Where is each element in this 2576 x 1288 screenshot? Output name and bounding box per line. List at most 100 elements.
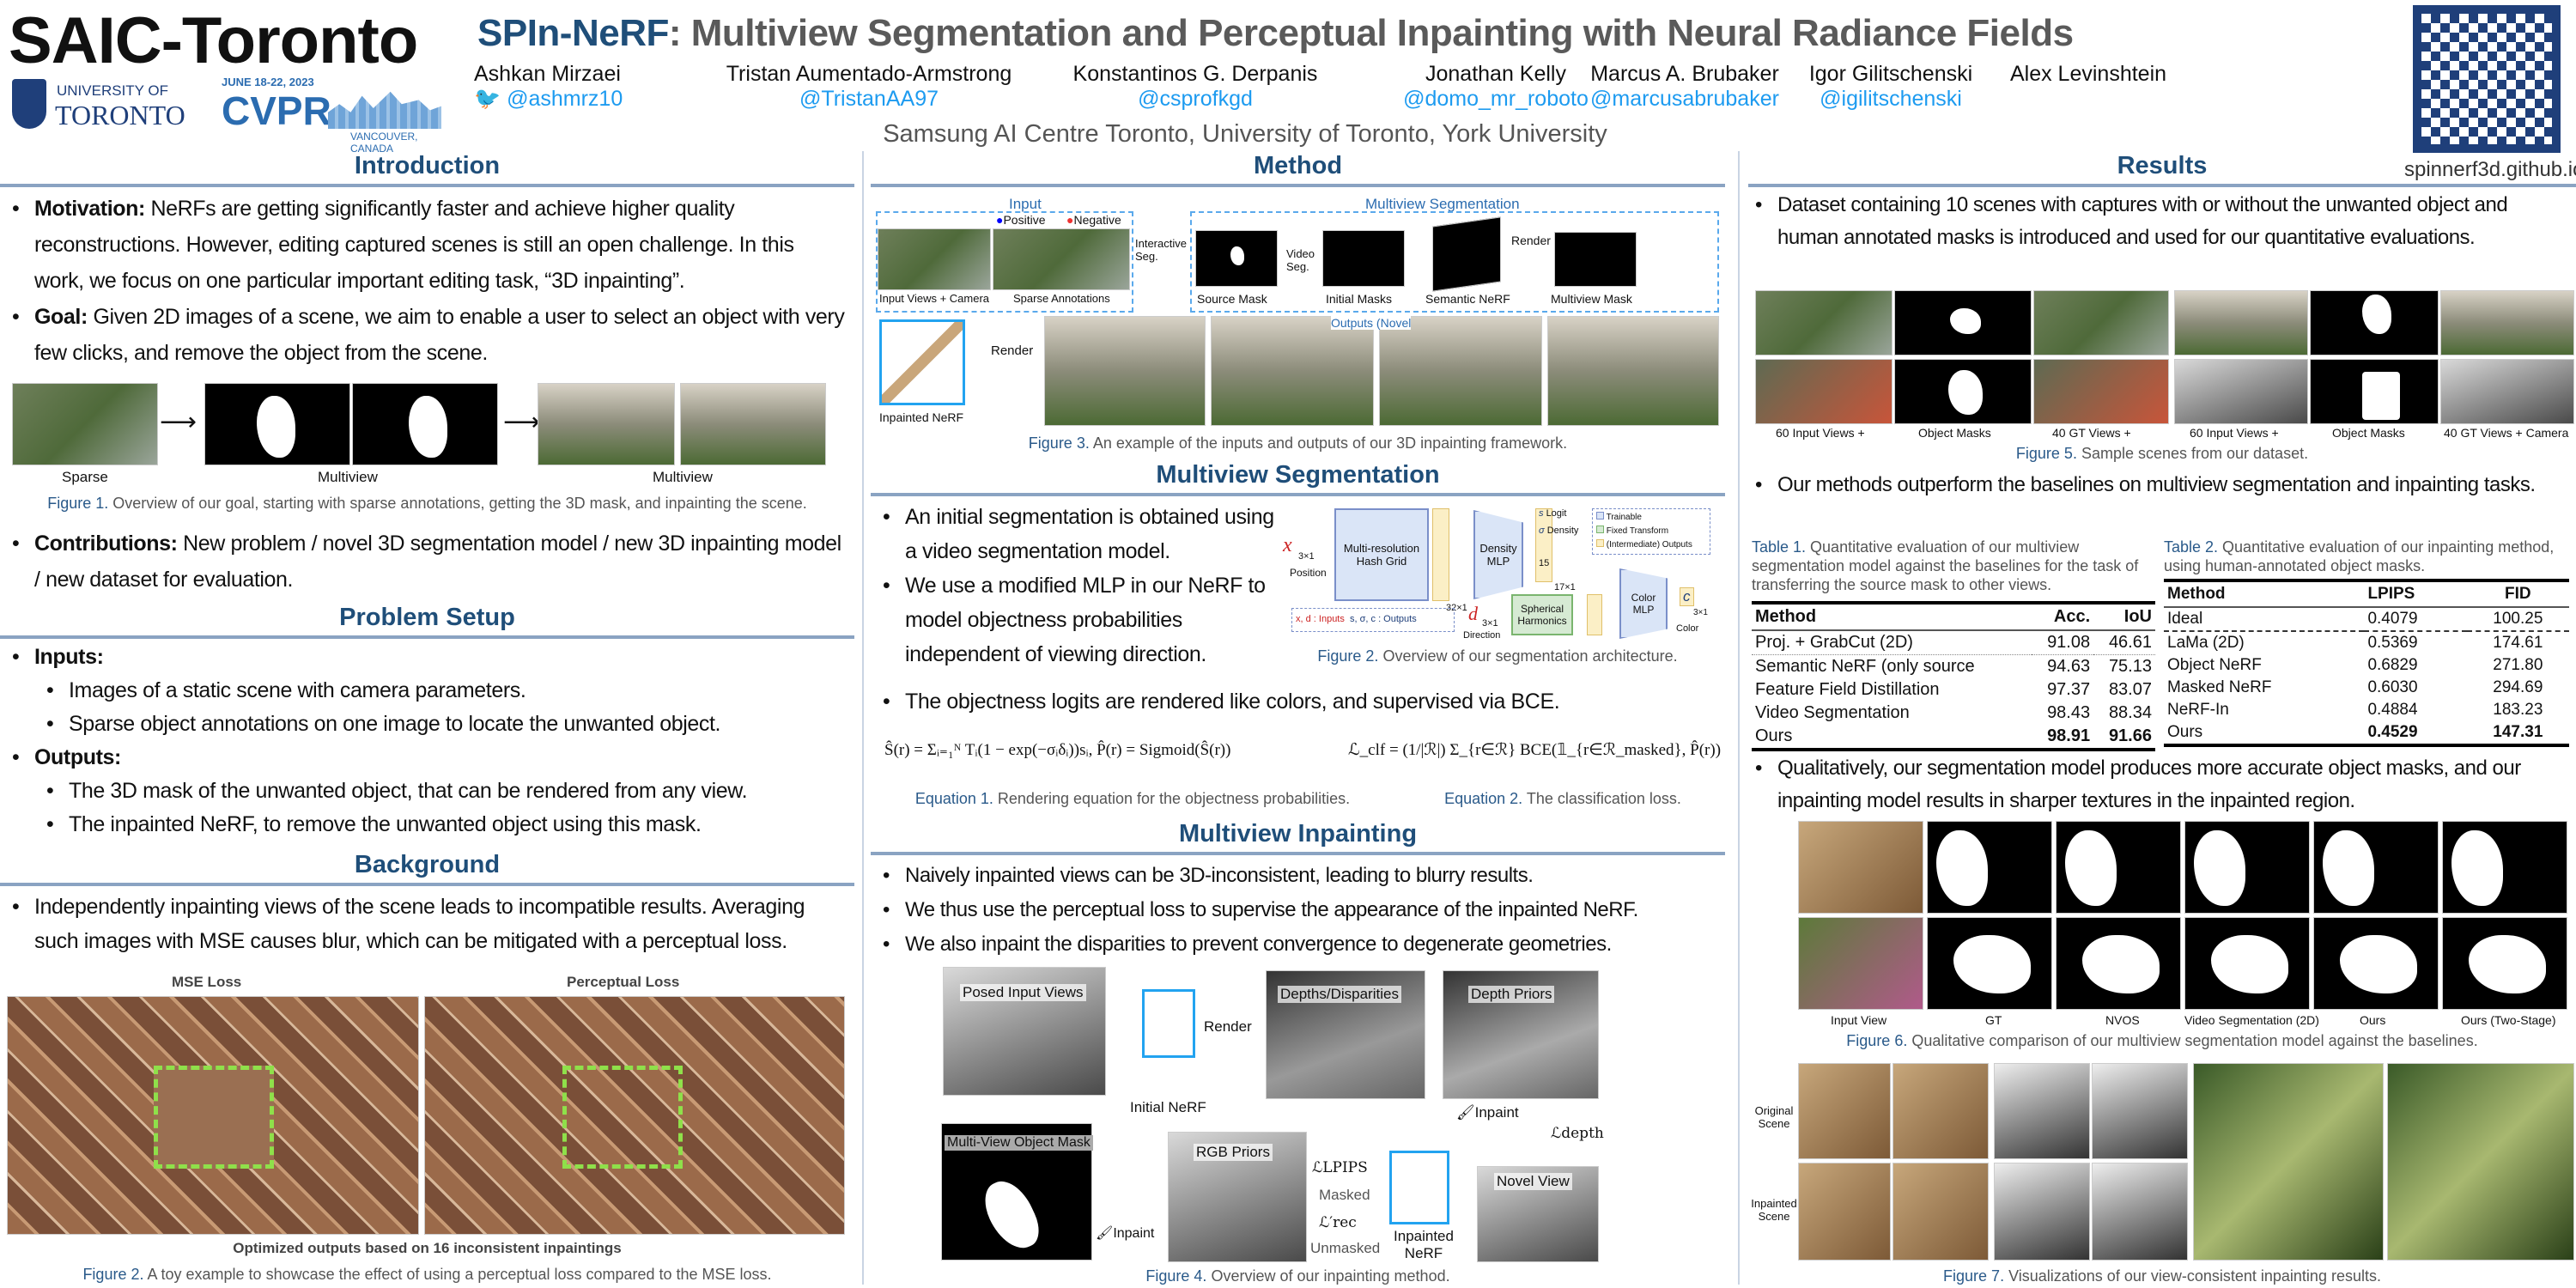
x-input: x [1283,534,1292,556]
dataset-image [2033,359,2169,424]
author-handle[interactable]: @marcusabrubaker [1590,87,1779,111]
rgb-priors-label: RGB Priors [1194,1144,1273,1161]
fig1-inpainted-image [680,383,826,465]
input-label: Input [1009,196,1042,212]
author: Konstantinos G. Derpanis@csprofkgd [1024,62,1367,112]
author-name: Marcus A. Brubaker [1590,62,1779,86]
author-list: Ashkan Mirzaei🐦 @ashmrz10 Tristan Aument… [474,62,2166,113]
direction-label: Direction [1463,630,1501,641]
seg-result [1927,917,2052,1010]
dataset-mask [1894,290,2032,355]
cvpr-dates: JUNE 18-22, 2023 [222,76,314,88]
fig3-diagram: Input ●Positive ●Negative Input Views + … [876,196,1722,433]
seg-result [2056,821,2181,914]
color-output: c [1680,587,1694,606]
color-mlp-box: Color MLP [1619,568,1668,639]
output-item: The 3D mask of the unwanted object, that… [9,775,846,808]
column-divider [862,151,864,1285]
qr-code[interactable] [2413,5,2561,153]
seg-result [2184,821,2310,914]
inpainted-nerf-label: Inpainted NeRF [879,410,964,424]
output-view-image [1379,316,1542,426]
author-name: Konstantinos G. Derpanis [1072,62,1318,86]
author-handle[interactable]: @igilitschenski [1820,87,1962,111]
cvpr-loc: VANCOUVER, CANADA [350,131,418,155]
results-bullet: Qualitatively, our segmentation model pr… [1752,752,2569,817]
original-scene [1893,1063,1989,1159]
section-problem-setup: Problem Setup [0,603,854,639]
fig6-images [1798,821,2576,1012]
sparse-annotation-image [993,228,1130,290]
color-label: Color [1676,623,1699,634]
cvpr-logo: JUNE 18-22, 2023 CVPR VANCOUVER, CANADA [222,76,445,155]
hash-grid-box: Multi-resolution Hash Grid [1334,508,1429,601]
render-label: Render [1511,234,1551,247]
negative-label: ●Negative [1066,213,1121,227]
semantic-nerf-label: Semantic NeRF [1425,292,1510,306]
author: Tristan Aumentado-Armstrong@TristanAA97 [689,62,1049,112]
inpainted-scene [2387,1063,2574,1261]
logit-label: s Logit [1539,508,1567,519]
lab-logo: SAIC-Toronto [9,4,418,77]
inpainted-nerf-cube [1389,1151,1449,1224]
initial-nerf-cube [1142,989,1195,1058]
author-handle[interactable]: @TristanAA97 [799,87,939,111]
section-results: Results [1748,151,2576,187]
fig6-label: Ours (Two-Stage) [2461,1013,2556,1027]
author-handle[interactable]: @domo_mr_roboto [1403,87,1589,111]
output-view-image [1211,316,1374,426]
results-bullet: Dataset containing 10 scenes with captur… [1752,189,2569,254]
seg-input-image [1798,821,1923,914]
output-bar [1535,508,1552,582]
equation-1: Ŝ(r) = Σᵢ₌₁ᴺ Tᵢ(1 − exp(−σᵢδᵢ))sᵢ, P̂(r)… [884,741,1231,759]
fig1-caption: Figure 1. Overview of our goal, starting… [47,495,807,512]
seg-result [2442,917,2567,1010]
optimized-label: Optimized outputs based on 16 inconsiste… [233,1240,622,1256]
depths-label: Depths/Disparities [1278,986,1401,1003]
positive-label: ●Positive [996,213,1046,227]
mvseg-text-2: The objectness logits are rendered like … [879,683,1716,720]
initial-masks-image [1322,230,1405,287]
sh-output-bar [1587,594,1602,635]
fig5-label: 40 GT Views + Camera [2444,426,2569,440]
project-url[interactable]: spinnerf3d.github.io [2404,158,2576,181]
mvinp-bullet: We also inpaint the disparities to preve… [879,927,1716,962]
initial-nerf-label: Initial NeRF [1130,1099,1206,1115]
outputs-label: Outputs (Novel [1331,316,1412,330]
uoft-logo: UNIVERSITY OF TORONTO [12,79,210,139]
seg-input-image [1798,917,1923,1010]
inpaint-label-2: 🖌Inpaint [1096,1226,1155,1241]
input-views-image [878,228,991,290]
density-label: σ Density [1539,526,1579,536]
section-method: Method [871,151,1725,187]
author: Marcus A. Brubaker@marcusabrubaker [1530,62,1839,112]
author-name: Ashkan Mirzaei [474,62,621,86]
inpaint-label: 🖌Inpaint [1456,1104,1519,1121]
input-item: Images of a static scene with camera par… [9,674,846,708]
inpainted-scene [1798,1163,1891,1261]
fig5-label: Object Masks [2332,426,2405,440]
fig5-label: 40 GT Views + [2052,426,2131,440]
section-background: Background [0,850,854,886]
section-introduction: Introduction [0,151,854,187]
author-name: Jonathan Kelly [1425,62,1566,86]
mvinp-bullet: We thus use the perceptual loss to super… [879,893,1716,927]
original-scene [1798,1063,1891,1159]
source-mask-image [1195,230,1278,287]
goal-bullet: Goal: Given 2D images of a scene, we aim… [9,299,846,371]
results-bullet: Our methods outperform the baselines on … [1752,469,2569,501]
semantic-nerf-cube [1432,216,1501,292]
mvseg-bullet: An initial segmentation is obtained usin… [879,500,1276,568]
title-rest: : Multiview Segmentation and Perceptual … [668,12,2074,54]
section-multiview-segmentation: Multiview Segmentation [871,460,1725,496]
author-handle[interactable]: @csprofkgd [1138,87,1253,111]
author-name: Alex Levinshtein [2009,62,2167,86]
fig4-diagram: Posed Input Views Initial NeRF Render De… [936,967,1640,1264]
author-handle[interactable]: 🐦 @ashmrz10 [474,87,623,111]
fig1-inpainted-image [538,383,675,465]
fig5-images [1755,290,2576,424]
eq2-caption: Equation 2. The classification loss. [1444,790,1681,807]
